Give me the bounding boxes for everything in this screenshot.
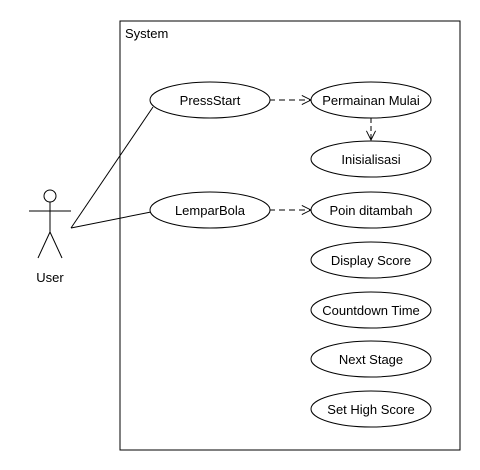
use-case-inisialisasi[interactable]: Inisialisasi	[310, 140, 432, 178]
actor-right-leg	[49, 231, 63, 259]
use-case-poin-ditambah-label: Poin ditambah	[329, 203, 412, 218]
use-case-press-start[interactable]: PressStart	[149, 81, 271, 119]
actor-label: User	[36, 270, 64, 285]
use-case-next-stage[interactable]: Next Stage	[310, 340, 432, 378]
use-case-press-start-label: PressStart	[180, 93, 241, 108]
use-case-permainan-mulai[interactable]: Permainan Mulai	[310, 81, 432, 119]
use-case-inisialisasi-label: Inisialisasi	[341, 152, 400, 167]
use-case-lempar-bola-label: LemparBola	[175, 203, 246, 218]
system-boundary	[119, 20, 461, 451]
use-case-poin-ditambah[interactable]: Poin ditambah	[310, 191, 432, 229]
actor-user[interactable]: User	[29, 189, 71, 285]
actor-left-leg	[37, 231, 51, 259]
use-case-display-score-label: Display Score	[331, 253, 411, 268]
use-case-set-high-score[interactable]: Set High Score	[310, 390, 432, 428]
system-label: System	[125, 26, 168, 41]
use-case-permainan-mulai-label: Permainan Mulai	[322, 93, 420, 108]
use-case-countdown-time-label: Countdown Time	[322, 303, 420, 318]
use-case-countdown-time[interactable]: Countdown Time	[310, 291, 432, 329]
use-case-display-score[interactable]: Display Score	[310, 241, 432, 279]
association-user-lemparbola	[70, 211, 152, 229]
use-case-lempar-bola[interactable]: LemparBola	[149, 191, 271, 229]
use-case-next-stage-label: Next Stage	[339, 352, 403, 367]
actor-head	[43, 189, 57, 203]
use-case-set-high-score-label: Set High Score	[327, 402, 414, 417]
association-user-pressstart	[70, 106, 154, 229]
